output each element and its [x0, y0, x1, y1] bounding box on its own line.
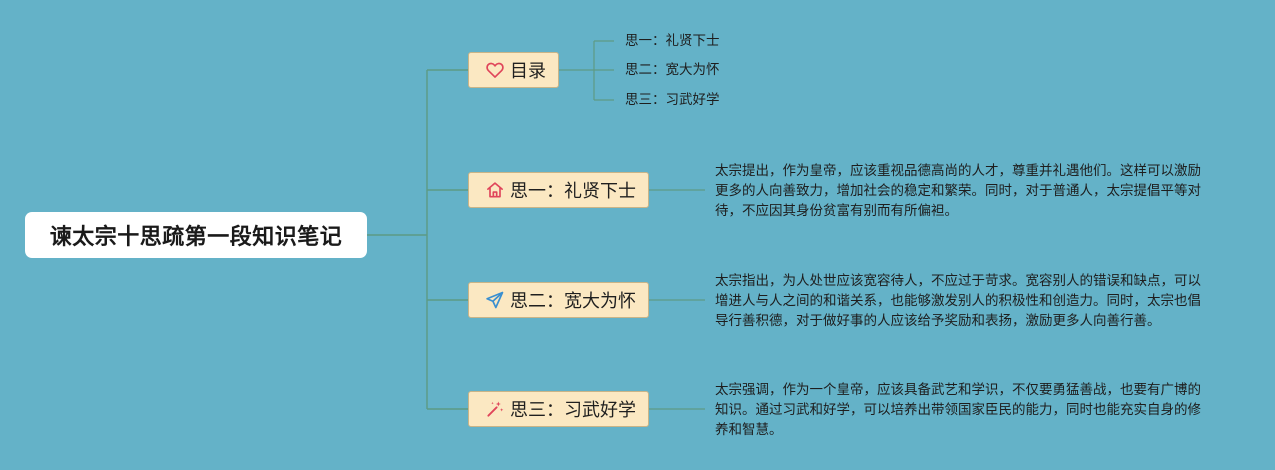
branch-thought-1[interactable]: 思一：礼贤下士 — [468, 172, 649, 208]
thought-1-description: 太宗提出，作为皇帝，应该重视品德高尚的人才，尊重并礼遇他们。这样可以激励更多的人… — [715, 163, 1201, 219]
branch-thought-2-label: 思二：宽大为怀 — [510, 291, 636, 312]
branch-thought-2[interactable]: 思二：宽大为怀 — [468, 282, 649, 318]
toc-item-1[interactable]: 思一：礼贤下士 — [625, 33, 720, 49]
thought-2-description: 太宗指出，为人处世应该宽容待人，不应过于苛求。宽容别人的错误和缺点，可以增进人与… — [715, 273, 1201, 329]
magic-wand-icon — [485, 399, 505, 419]
root-topic[interactable]: 谏太宗十思疏第一段知识笔记 — [25, 212, 367, 258]
branch-toc[interactable]: 目录 — [468, 52, 559, 88]
toc-item-3[interactable]: 思三：习武好学 — [625, 92, 720, 108]
branch-thought-3-label: 思三：习武好学 — [510, 400, 636, 421]
toc-item-2[interactable]: 思二：宽大为怀 — [625, 62, 720, 78]
root-topic-title: 谏太宗十思疏第一段知识笔记 — [49, 225, 343, 250]
branch-thought-3[interactable]: 思三：习武好学 — [468, 391, 649, 427]
branch-thought-1-label: 思一：礼贤下士 — [510, 181, 636, 202]
heart-icon — [485, 60, 505, 80]
home-icon — [485, 180, 505, 200]
paper-plane-icon — [485, 290, 505, 310]
branch-toc-label: 目录 — [510, 61, 546, 82]
connector-toc-trunk — [559, 41, 595, 100]
thought-3-description: 太宗强调，作为一个皇帝，应该具备武艺和学识，不仅要勇猛善战，也要有广博的知识。通… — [715, 382, 1201, 438]
